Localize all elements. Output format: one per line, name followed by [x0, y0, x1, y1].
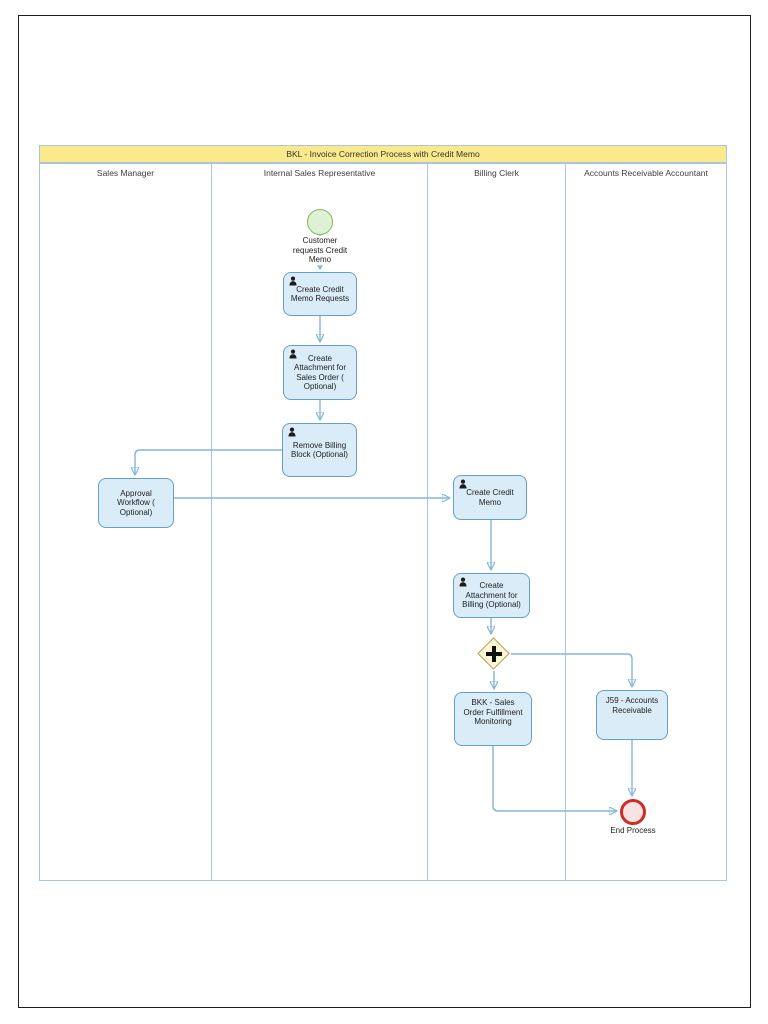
lane-internal-sales-representative: Internal Sales Representative: [212, 163, 428, 880]
task-create-credit-memo-requests[interactable]: Create Credit Memo Requests: [283, 272, 357, 316]
task-create-attachment-for-sales-order[interactable]: Create Attachment for Sales Order ( Opti…: [283, 345, 357, 400]
lanes-container: Sales Manager Internal Sales Representat…: [39, 163, 727, 881]
lane-label: Internal Sales Representative: [263, 168, 376, 178]
start-event-label: Customer requests Credit Memo: [290, 236, 350, 265]
task-label: Create Credit Memo Requests: [290, 284, 350, 304]
lane-sales-manager: Sales Manager: [40, 163, 212, 880]
plus-icon: [486, 646, 502, 662]
lane-label: Billing Clerk: [474, 168, 519, 178]
user-task-icon: [459, 577, 469, 587]
task-approval-workflow[interactable]: Approval Workflow ( Optional): [98, 478, 174, 528]
user-task-icon: [289, 276, 299, 286]
page-border: [18, 15, 751, 1008]
task-label: Approval Workflow ( Optional): [117, 488, 155, 517]
task-label: J59 - Accounts Receivable: [605, 696, 659, 715]
task-label: Create Credit Memo: [466, 488, 514, 507]
pool-title-bar: BKL - Invoice Correction Process with Cr…: [39, 145, 727, 163]
user-task-icon: [288, 427, 298, 437]
end-event[interactable]: [620, 799, 646, 825]
task-label: Create Attachment for Sales Order ( Opti…: [293, 353, 347, 392]
task-j59-accounts-receivable[interactable]: J59 - Accounts Receivable: [596, 690, 668, 740]
lane-label: Sales Manager: [96, 168, 155, 178]
task-bkk-sales-order-fulfillment-monitoring[interactable]: BKK - Sales Order Fulfillment Monitoring: [454, 692, 532, 746]
user-task-icon: [459, 479, 469, 489]
parallel-gateway[interactable]: [477, 637, 511, 671]
task-label: BKK - Sales Order Fulfillment Monitoring: [463, 698, 523, 726]
end-event-label: End Process: [610, 826, 656, 835]
lane-label: Accounts Receivable Accountant: [584, 168, 708, 178]
task-create-attachment-for-billing[interactable]: Create Attachment for Billing (Optional): [453, 573, 530, 618]
start-event[interactable]: [307, 209, 333, 235]
bpmn-pool: BKL - Invoice Correction Process with Cr…: [39, 145, 727, 881]
pool-title: BKL - Invoice Correction Process with Cr…: [286, 149, 480, 159]
task-create-credit-memo[interactable]: Create Credit Memo: [453, 475, 527, 520]
task-label: Create Attachment for Billing (Optional): [462, 581, 521, 610]
task-label: Remove Billing Block (Optional): [291, 440, 348, 460]
lane-billing-clerk: Billing Clerk: [428, 163, 566, 880]
task-remove-billing-block[interactable]: Remove Billing Block (Optional): [282, 423, 357, 477]
user-task-icon: [289, 349, 299, 359]
lane-accounts-receivable-accountant: Accounts Receivable Accountant: [566, 163, 727, 880]
